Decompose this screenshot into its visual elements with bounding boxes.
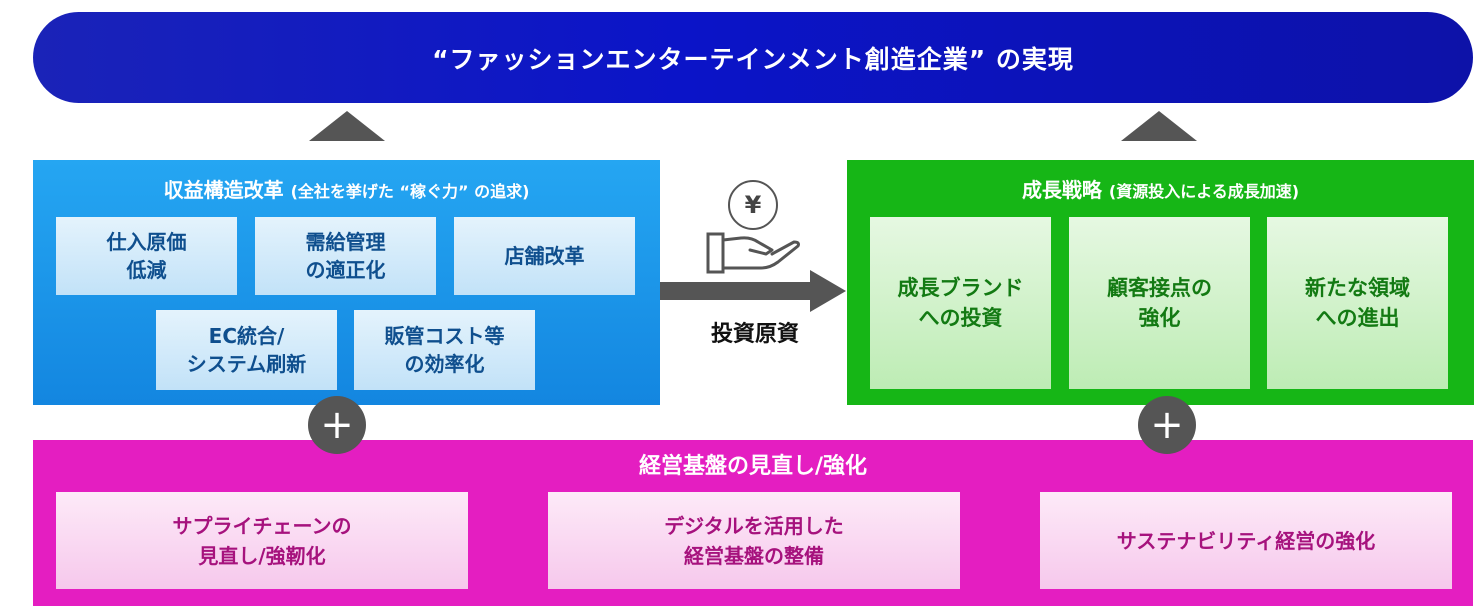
growth-strategy-heading: 成長戦略 (資源投入による成長加速) (847, 174, 1474, 203)
reform-item-sga-cost: 販管コスト等の効率化 (354, 310, 535, 390)
growth-item-line: 成長ブランド (897, 276, 1024, 300)
reform-item-supply-demand: 需給管理の適正化 (255, 217, 436, 295)
vision-title: “ファッションエンターテインメント創造企業” の実現 (432, 44, 1074, 74)
flow-arrow-right-icon (660, 270, 846, 312)
profit-reform-panel: 収益構造改革 (全社を挙げた “稼ぐ力” の追求) 仕入原価低減 需給管理の適正… (33, 160, 660, 405)
reform-item-line: の効率化 (404, 352, 485, 376)
plus-icon-right: + (1138, 396, 1196, 454)
profit-reform-subtitle: (全社を挙げた “稼ぐ力” の追求) (290, 182, 530, 201)
reform-item-line: 需給管理 (305, 230, 386, 254)
foundation-item-line: 経営基盤の整備 (683, 543, 824, 568)
growth-strategy-panel: 成長戦略 (資源投入による成長加速) 成長ブランドへの投資 顧客接点の強化 新た… (847, 160, 1474, 405)
growth-item-new-domain: 新たな領域への進出 (1267, 217, 1448, 389)
reform-item-line: 店舗改革 (504, 244, 585, 268)
foundation-panel: 経営基盤の見直し/強化 サプライチェーンの見直し/強靭化 デジタルを活用した経営… (33, 440, 1473, 606)
reform-item-line: 低減 (126, 258, 167, 282)
profit-reform-title: 収益構造改革 (163, 178, 284, 202)
growth-item-brand-investment: 成長ブランドへの投資 (870, 217, 1051, 389)
foundation-item-line: デジタルを活用した (664, 513, 844, 538)
reform-item-line: の適正化 (305, 258, 386, 282)
growth-item-line: 顧客接点の (1107, 276, 1212, 300)
growth-item-customer-touchpoint: 顧客接点の強化 (1069, 217, 1250, 389)
yen-coin-icon: ¥ (728, 180, 778, 230)
reform-item-line: EC統合/ (208, 324, 285, 348)
foundation-item-digital: デジタルを活用した経営基盤の整備 (548, 492, 960, 589)
foundation-title: 経営基盤の見直し/強化 (638, 454, 868, 479)
investment-label: 投資原資 (710, 322, 799, 347)
plus-icon-left: + (308, 396, 366, 454)
reform-item-ec-system: EC統合/システム刷新 (156, 310, 337, 390)
plus-symbol: + (1150, 402, 1184, 448)
reform-item-line: システム刷新 (186, 352, 307, 376)
reform-item-purchase-cost: 仕入原価低減 (56, 217, 237, 295)
plus-symbol: + (320, 402, 354, 448)
foundation-item-line: サステナビリティ経営の強化 (1116, 528, 1376, 553)
growth-item-line: への進出 (1315, 306, 1400, 330)
reform-item-line: 販管コスト等 (384, 324, 505, 348)
foundation-item-line: 見直し/強靭化 (198, 543, 326, 568)
vision-banner: “ファッションエンターテインメント創造企業” の実現 (33, 12, 1473, 103)
growth-item-line: への投資 (918, 306, 1003, 330)
yen-symbol: ¥ (744, 191, 762, 219)
reform-item-line: 仕入原価 (106, 230, 187, 254)
reform-item-store: 店舗改革 (454, 217, 635, 295)
growth-item-line: 強化 (1138, 306, 1181, 330)
foundation-item-sustainability: サステナビリティ経営の強化 (1040, 492, 1452, 589)
growth-strategy-subtitle: (資源投入による成長加速) (1108, 182, 1300, 201)
profit-reform-heading: 収益構造改革 (全社を挙げた “稼ぐ力” の追求) (33, 174, 660, 203)
foundation-item-line: サプライチェーンの (172, 513, 352, 538)
up-arrow-left-icon (309, 111, 385, 141)
open-hand-icon (706, 232, 800, 274)
growth-strategy-title: 成長戦略 (1021, 178, 1102, 202)
growth-item-line: 新たな領域 (1305, 276, 1410, 300)
foundation-item-supply-chain: サプライチェーンの見直し/強靭化 (56, 492, 468, 589)
up-arrow-right-icon (1121, 111, 1197, 141)
